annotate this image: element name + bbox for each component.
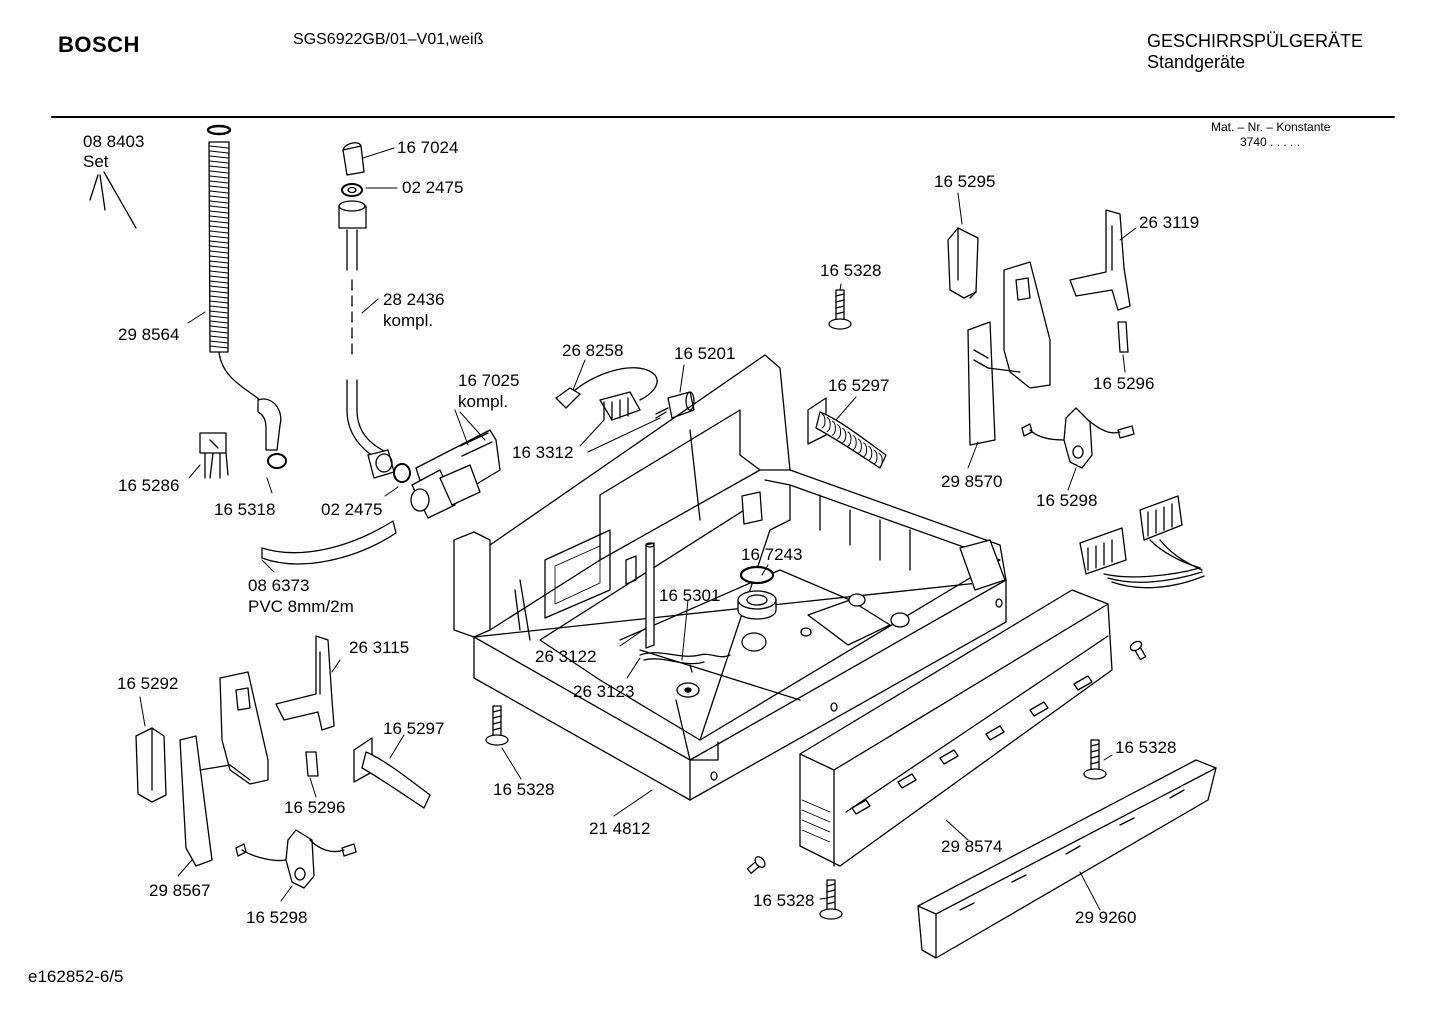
label-16-5301: 16 5301 (659, 586, 721, 605)
model-number: SGS6922GB/01–V01,weiß (293, 31, 484, 48)
corrugated-hose (206, 124, 287, 469)
label-16-5298-left: 16 5298 (246, 908, 308, 927)
label-08-6373: 08 6373 (248, 576, 310, 595)
label-16-3312: 16 3312 (512, 443, 574, 462)
kick-plate (799, 589, 1113, 867)
label-16-5201: 16 5201 (674, 344, 736, 363)
brand-logo: BOSCH (58, 32, 140, 57)
label-16-5296-right: 16 5296 (1093, 374, 1155, 393)
label-16-5328-center: 16 5328 (493, 780, 555, 799)
label-16-5297-right: 16 5297 (828, 376, 890, 395)
label-26-3122: 26 3122 (535, 647, 597, 666)
heating-element-left (353, 737, 431, 809)
label-26-3119: 26 3119 (1139, 213, 1200, 232)
label-16-7024: 16 7024 (397, 138, 459, 157)
label-28-2436: 28 2436 (383, 290, 445, 309)
label-16-5286: 16 5286 (118, 476, 180, 495)
bracket-assembly-left (135, 635, 357, 889)
label-28-2436-kompl: kompl. (383, 311, 434, 330)
sensor-wiring (639, 652, 731, 698)
label-26-8258: 26 8258 (562, 341, 624, 360)
document-id: e162852-6/5 (28, 967, 124, 986)
sump-seals (737, 565, 777, 620)
label-pvc-hose-spec: PVC 8mm/2m (248, 597, 354, 616)
label-08-8403: 08 8403 (83, 132, 145, 151)
label-16-5328-top: 16 5328 (820, 261, 882, 280)
inlet-hose-assembly (338, 142, 411, 483)
label-29-8567: 29 8567 (149, 881, 211, 900)
label-16-5298-right: 16 5298 (1036, 491, 1098, 510)
screws (485, 289, 1147, 920)
wiring-harness-top (555, 367, 695, 421)
label-16-5328-right: 16 5328 (1115, 738, 1177, 757)
label-16-5292: 16 5292 (117, 674, 179, 693)
label-29-8564: 29 8564 (118, 325, 180, 344)
label-29-9260: 29 9260 (1075, 908, 1137, 927)
category-title: GESCHIRRSPÜLGERÄTE (1147, 31, 1364, 51)
hose-clip (199, 432, 229, 479)
label-16-5296-left: 16 5296 (284, 798, 346, 817)
label-16-5297-left: 16 5297 (383, 719, 445, 738)
mat-nr-value: 3740 . . . . . (1240, 135, 1301, 149)
subcategory-title: Standgeräte (1147, 52, 1246, 72)
label-16-7243: 16 7243 (741, 545, 803, 564)
label-02-2475-top: 02 2475 (402, 178, 464, 197)
label-29-8570: 29 8570 (941, 472, 1003, 491)
mat-nr-title: Mat. – Nr. – Konstante (1211, 120, 1331, 134)
label-26-3115: 26 3115 (349, 638, 410, 657)
base-tub (453, 354, 1007, 801)
label-29-8574: 29 8574 (941, 837, 1003, 856)
label-21-4812: 21 4812 (589, 819, 651, 838)
pvc-hose (261, 520, 397, 565)
inlet-valve (410, 429, 501, 519)
plinth-panel (917, 759, 1217, 959)
label-02-2475-bottom: 02 2475 (321, 500, 383, 519)
label-26-3123: 26 3123 (573, 682, 635, 701)
label-set: Set (83, 152, 109, 171)
label-16-5318: 16 5318 (214, 500, 276, 519)
label-16-7025-kompl: kompl. (458, 392, 509, 411)
set-leaders (89, 171, 137, 229)
label-16-5295: 16 5295 (934, 172, 996, 191)
leader-lines (139, 147, 1137, 911)
cable-connectors-right (1079, 495, 1205, 589)
label-16-7025: 16 7025 (458, 371, 520, 390)
bracket-assembly-right (947, 209, 1135, 469)
label-16-5328-bottom: 16 5328 (753, 891, 815, 910)
heating-element-right (807, 397, 887, 469)
